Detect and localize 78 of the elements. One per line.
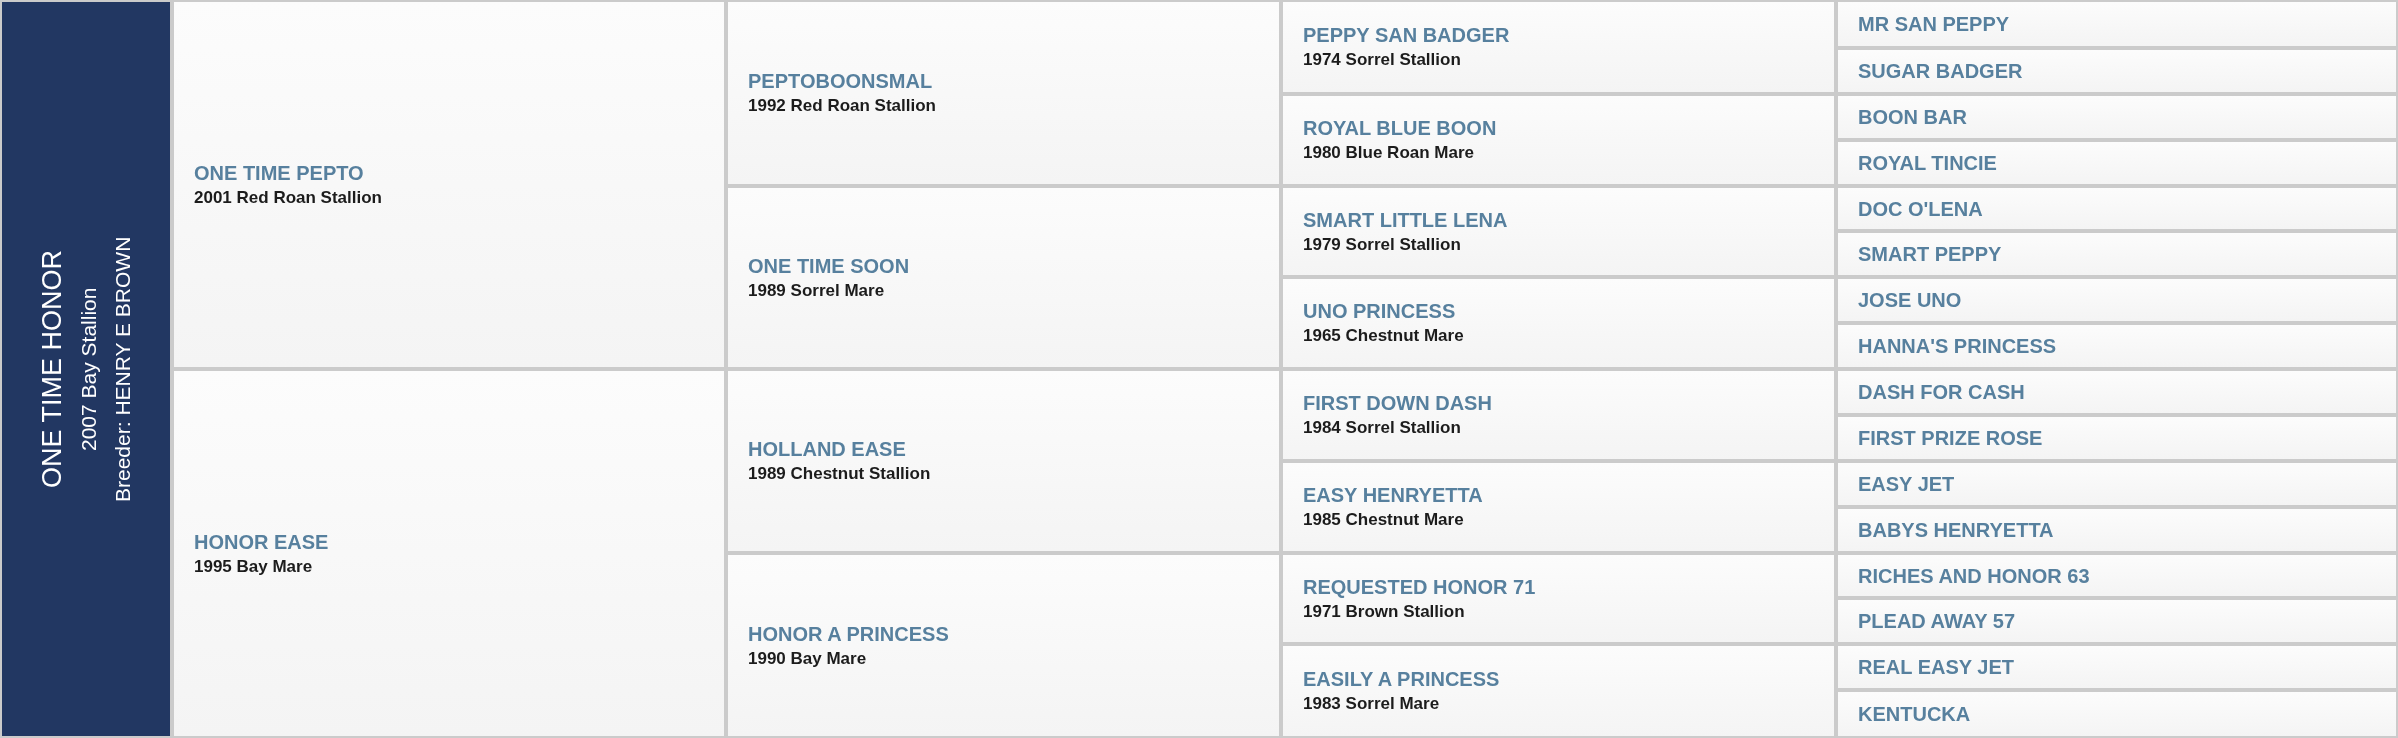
horse-details: 1989 Sorrel Mare (748, 279, 885, 302)
horse-name: UNO PRINCESS (1303, 299, 1456, 324)
ancestor-card (728, 371, 1279, 551)
horse-details: 1992 Red Roan Stallion (748, 95, 936, 117)
ancestor-card (1838, 692, 2396, 736)
ancestor-card (174, 371, 724, 736)
horse-name: EASY HENRYETTA (1303, 483, 1483, 508)
horse-name: EASILY A PRINCESS (1303, 667, 1500, 692)
ancestor-card (1283, 96, 1834, 184)
ancestor-card (728, 2, 1279, 184)
horse-details: 1974 Sorrel Stallion (1303, 49, 1461, 71)
horse-name: SMART PEPPY (1858, 242, 2002, 267)
horse-name: ONE TIME HONOR (36, 250, 68, 488)
ancestor-card (1838, 142, 2396, 184)
ancestor-card (1838, 188, 2396, 229)
ancestor-card (1283, 188, 1834, 275)
horse-name: FIRST PRIZE ROSE (1858, 426, 2043, 451)
horse-name: PEPPY SAN BADGER (1303, 23, 1510, 48)
horse-name: SMART LITTLE LENA (1303, 207, 1508, 233)
horse-details: 2007 Bay Stallion (76, 287, 101, 451)
horse-name: KENTUCKA (1858, 702, 1971, 727)
horse-name: RICHES AND HONOR 63 (1858, 563, 2090, 589)
ancestor-card (1838, 646, 2396, 688)
ancestor-card (1283, 646, 1834, 736)
ancestor-card (1838, 325, 2396, 367)
horse-name: HONOR A PRINCESS (748, 621, 949, 647)
horse-details: 1965 Chestnut Mare (1303, 325, 1464, 347)
horse-name: PEPTOBOONSMAL (748, 69, 933, 94)
horse-details: 2001 Red Roan Stallion (194, 186, 382, 209)
horse-details: 1995 Bay Mare (194, 555, 313, 578)
horse-name: ONE TIME SOON (748, 253, 910, 279)
horse-name: DASH FOR CASH (1858, 380, 2025, 405)
ancestor-card (1838, 600, 2396, 642)
ancestor-card (1283, 2, 1834, 92)
horse-details: 1983 Sorrel Mare (1303, 693, 1440, 715)
ancestor-card (1838, 96, 2396, 138)
subject-panel (2, 2, 170, 736)
horse-details: 1971 Brown Stallion (1303, 600, 1465, 623)
horse-name: REQUESTED HONOR 71 (1303, 574, 1536, 600)
horse-name: SUGAR BADGER (1858, 59, 2023, 84)
ancestor-card (1838, 233, 2396, 275)
breeder-info: Breeder: HENRY E BROWN (110, 236, 135, 502)
horse-details: 1979 Sorrel Stallion (1303, 233, 1461, 256)
horse-name: JOSE UNO (1858, 288, 1962, 313)
horse-name: ROYAL TINCIE (1858, 151, 1997, 176)
ancestor-card (1838, 509, 2396, 551)
ancestor-card (1283, 279, 1834, 367)
ancestor-card (174, 2, 724, 367)
ancestor-card (1283, 371, 1834, 459)
horse-details: 1985 Chestnut Mare (1303, 509, 1464, 531)
ancestor-card (1838, 463, 2396, 505)
horse-name: EASY JET (1858, 472, 1955, 497)
horse-name: REAL EASY JET (1858, 655, 2014, 680)
horse-details: 1989 Chestnut Stallion (748, 463, 931, 485)
horse-details: 1990 Bay Mare (748, 647, 867, 670)
ancestor-card (1283, 555, 1834, 642)
ancestor-card (728, 188, 1279, 367)
horse-name: ONE TIME PEPTO (194, 160, 364, 186)
horse-name: BOON BAR (1858, 105, 1967, 130)
horse-name: HOLLAND EASE (748, 437, 906, 462)
horse-name: ROYAL BLUE BOON (1303, 116, 1497, 141)
horse-name: BABYS HENRYETTA (1858, 518, 2054, 543)
horse-name: MR SAN PEPPY (1858, 12, 2010, 37)
horse-name: FIRST DOWN DASH (1303, 391, 1492, 416)
horse-details: 1980 Blue Roan Mare (1303, 142, 1474, 164)
ancestor-card (728, 555, 1279, 736)
horse-name: DOC O'LENA (1858, 196, 1983, 222)
ancestor-card (1838, 2, 2396, 46)
ancestor-card (1838, 279, 2396, 321)
ancestor-card (1283, 463, 1834, 551)
ancestor-card (1838, 371, 2396, 413)
horse-name: HANNA'S PRINCESS (1858, 334, 2057, 359)
horse-details: 1984 Sorrel Stallion (1303, 417, 1461, 439)
ancestor-card (1838, 555, 2396, 596)
ancestor-card (1838, 50, 2396, 92)
horse-name: HONOR EASE (194, 529, 329, 555)
ancestor-card (1838, 417, 2396, 459)
horse-name: PLEAD AWAY 57 (1858, 609, 2016, 634)
